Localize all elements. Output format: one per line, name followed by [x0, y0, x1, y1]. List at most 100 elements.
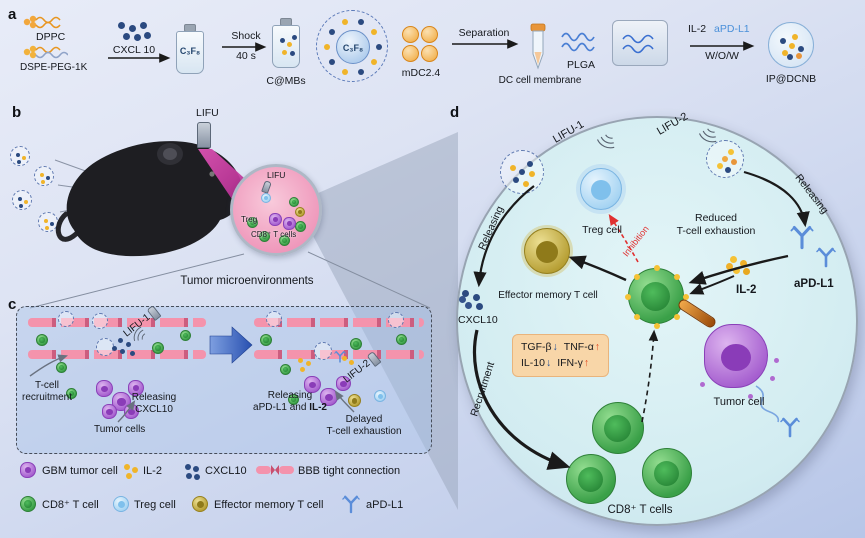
tumor-microenvironments-caption: Tumor microenvironments	[180, 275, 314, 287]
bursting-nanoparticle	[314, 342, 332, 360]
apdl1-antibody-icon	[790, 224, 814, 250]
microbubble-shell-dots	[350, 44, 356, 50]
legend-treg-label: Treg cell	[134, 499, 176, 511]
il2-apdl1-label: IL-2 aPD-L1	[688, 23, 750, 36]
effector-memory-label: Effector memory T cell	[498, 290, 598, 301]
c3f8-vial-label: C₃F₈	[179, 46, 201, 56]
legend-effector-icon	[192, 496, 208, 512]
cargo-dots	[722, 156, 728, 162]
legend-treg-icon	[113, 496, 129, 512]
cargo-dots	[44, 219, 48, 223]
cd8-cell	[56, 362, 67, 373]
legend-apdl1-label: aPD-L1	[366, 499, 404, 511]
reduced-line1: Reduced	[694, 212, 738, 224]
centrifuge-tube-icon	[530, 23, 546, 70]
cd8-cell	[180, 330, 191, 341]
dspe-peg-lipid-icon	[23, 45, 68, 59]
cytokine-change-box: TGF-β↓TNF-α↑ IL-10↓IFN-γ↑	[512, 334, 610, 377]
down-arrow: ↓	[545, 357, 552, 370]
cd8-cells-label: CD8⁺ T cells	[251, 230, 297, 239]
panel-a-label: a	[8, 6, 17, 23]
lifu1-nanoparticle	[500, 150, 544, 194]
legend-cd8-label: CD8⁺ T cell	[42, 499, 99, 511]
cargo-dots	[16, 153, 20, 157]
il2-dots-icon	[730, 256, 737, 263]
apdl1-antibody-icon	[780, 416, 800, 438]
cd8-cell	[289, 197, 299, 207]
delayed-line2: T-cell exhaustion	[326, 426, 402, 437]
mdc24-label: mDC2.4	[401, 67, 441, 79]
legend-cxcl10-icon	[185, 464, 191, 470]
injected-nanoparticle-icon	[38, 212, 58, 232]
dppc-label: DPPC	[36, 31, 66, 43]
wow-label: W/O/W	[705, 50, 739, 62]
plga-label: PLGA	[566, 59, 595, 71]
cd8-cell	[36, 334, 48, 346]
dc-cell	[402, 45, 419, 62]
cd8-cell	[279, 235, 290, 246]
tgfb-label: TGF-β	[521, 341, 552, 353]
cd8-cell	[396, 334, 407, 345]
tumor-shed-dots	[734, 354, 739, 359]
cd8-cell	[152, 342, 164, 354]
c3f8-vial-icon: C₃F₈	[176, 24, 204, 74]
blood-vessel	[28, 350, 206, 359]
lifu2-nanoparticle	[706, 140, 744, 178]
releasing-line: Releasing	[267, 390, 313, 401]
legend-effector-label: Effector memory T cell	[214, 499, 324, 511]
effector-memory-cell	[348, 394, 361, 407]
nanoparticle-in-vessel	[92, 313, 108, 329]
releasing-drugs-label: Releasing aPD-L1 and IL-2	[246, 390, 334, 414]
lifu-transducer-icon	[261, 180, 272, 194]
effector-memory-cell	[295, 207, 305, 217]
legend-apdl1-icon	[342, 494, 360, 514]
microbubble-icon: C₃F₈	[316, 10, 388, 82]
cmbs-vial-icon	[272, 18, 300, 68]
mouse-illustration	[55, 141, 243, 257]
cargo-dots	[18, 197, 22, 201]
dc-cell	[402, 26, 419, 43]
lifu-probe-label: LIFU	[196, 107, 219, 119]
dc-membrane-label: DC cell membrane	[498, 75, 582, 86]
nanoparticle-in-vessel	[58, 311, 74, 327]
gbm-tumor-cell	[283, 217, 296, 230]
tcell-recruitment-line2: recruitment	[22, 392, 73, 403]
cd8-cell	[280, 364, 291, 375]
effector-memory-cell	[524, 228, 570, 274]
panel-d-label: d	[450, 104, 460, 121]
apdl1-label: aPD-L1	[714, 23, 750, 35]
releasing-cxcl10-label: Releasing CXCL10	[124, 392, 184, 416]
legend-bbb-icon	[256, 465, 294, 475]
down-arrow: ↓	[552, 341, 558, 353]
cd8-cell	[288, 394, 299, 405]
blood-vessel	[28, 318, 206, 327]
microbubble-core: C₃F₈	[336, 30, 370, 64]
gbm-tumor-cell	[96, 380, 113, 397]
apdl1-label: aPD-L1	[794, 278, 834, 290]
treg-cell	[374, 390, 386, 402]
vial-body	[272, 25, 300, 68]
treg-cell-label: Treg cell	[582, 224, 622, 236]
legend-gbm-icon	[20, 462, 36, 478]
mdc24-cells-icon	[402, 26, 440, 64]
tnfa-label: TNF-α	[563, 341, 594, 353]
cd8-cell	[592, 402, 644, 454]
tumor-cell-label: Tumor cell	[713, 396, 765, 408]
lifu-transducer-icon	[197, 122, 211, 148]
cxcl10-label: CXCL 10	[112, 44, 156, 56]
gbm-tumor-cell	[102, 404, 117, 419]
panel-b-label: b	[12, 104, 22, 121]
cytokine-line2: IL-10↓IFN-γ↑	[521, 355, 600, 371]
dc-cell	[421, 45, 438, 62]
apdl1-and-text: aPD-L1 and	[253, 402, 310, 413]
apdl1-antibody-icon	[334, 350, 346, 363]
cxcl10-dots-icon	[462, 290, 469, 297]
ipdcnb-label: IP@DCNB	[765, 73, 817, 85]
mouse-eye	[209, 171, 215, 177]
mouse-body	[66, 141, 243, 257]
ifng-label: IFN-γ	[557, 357, 583, 370]
cargo-dots	[519, 169, 525, 175]
injected-nanoparticle-icon	[10, 146, 30, 166]
reduced-line2: T-cell exhaustion	[676, 224, 756, 237]
dc-cell	[421, 26, 438, 43]
